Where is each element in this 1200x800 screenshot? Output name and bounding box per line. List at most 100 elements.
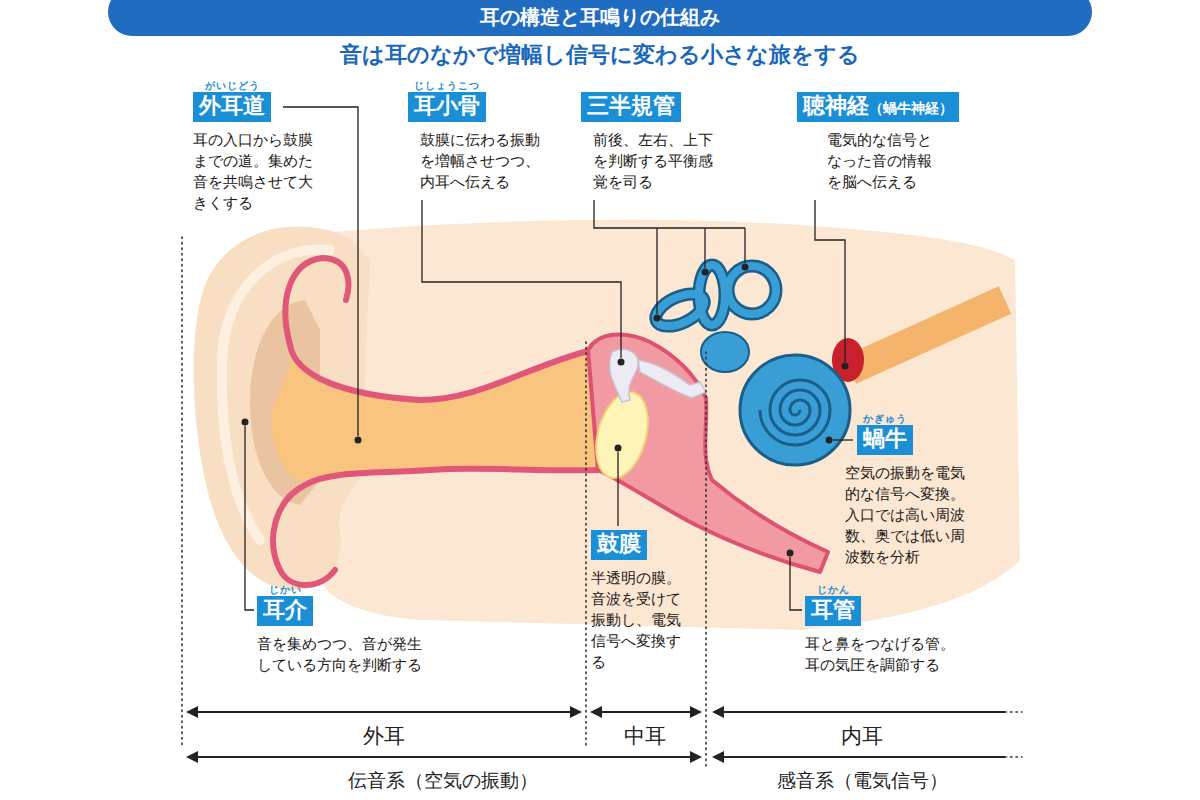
leader-line xyxy=(790,557,802,610)
dotted-extension xyxy=(1005,711,1022,713)
part-description: 前後、左右、上下 を判断する平衡感 覚を司る xyxy=(593,130,722,193)
arrowhead xyxy=(590,706,602,718)
part-label-box: 耳管 xyxy=(805,596,861,626)
leader-dots xyxy=(242,264,849,557)
part-subname: （蝸牛神経） xyxy=(869,100,953,116)
leader-dot xyxy=(615,445,622,452)
part-label-box: 蝸牛 xyxy=(857,425,913,455)
region-label: 内耳 xyxy=(841,724,883,748)
canal-loop xyxy=(699,265,725,325)
part-label-box: 耳介 xyxy=(257,596,313,626)
label-group: 鼓膜 xyxy=(591,530,647,560)
label-group: じしょうこつ耳小骨 xyxy=(408,80,486,122)
part-callout: じしょうこつ耳小骨鼓膜に伝わる振動 を増幅させつつ、 内耳へ伝える xyxy=(408,80,549,193)
label-group: がいじどう外耳道 xyxy=(193,80,271,122)
canal-loop xyxy=(728,266,776,314)
auditory-nerve xyxy=(850,300,1005,370)
leader-dot xyxy=(842,363,849,370)
part-callout: かぎゅう蝸牛空気の振動を電気 的な信号へ変換。 入口では高い周波 数、奥では低い… xyxy=(845,413,974,568)
range-line xyxy=(196,756,692,758)
system-label: 伝音系（空気の振動） xyxy=(348,768,538,792)
furigana: じかい xyxy=(269,584,302,596)
label-group: かぎゅう蝸牛 xyxy=(857,413,913,455)
part-name: 聴神経 xyxy=(803,93,869,118)
range-arrowheads xyxy=(186,706,724,763)
canal-wall xyxy=(273,469,598,585)
part-name: 蝸牛 xyxy=(863,426,907,451)
leader-line xyxy=(245,426,254,610)
label-group: 聴神経（蝸牛神経） xyxy=(797,92,959,122)
leader-dot xyxy=(654,315,661,322)
label-group: 三半規管 xyxy=(581,92,681,122)
leader-line xyxy=(422,200,621,358)
part-name: 鼓膜 xyxy=(597,531,641,556)
subtitle: 音は耳のなかで増幅し信号に変わる小さな旅をする xyxy=(340,42,860,68)
leader-dot xyxy=(242,419,249,426)
title-bar xyxy=(108,0,1092,36)
leader-dot xyxy=(787,550,794,557)
furigana: じしょうこつ xyxy=(414,80,480,92)
part-description: 空気の振動を電気 的な信号へ変換。 入口では高い周波 数、奥では低い周 波数を分… xyxy=(845,463,974,568)
part-description: 電気的な信号と なった音の情報 を脳へ伝える xyxy=(827,130,941,193)
range-line xyxy=(722,711,1005,713)
part-label-box: 外耳道 xyxy=(193,92,271,122)
arrowhead xyxy=(712,751,724,763)
leader-line xyxy=(815,200,845,362)
leader-line xyxy=(617,452,618,526)
vestibule xyxy=(701,332,749,372)
dotted-extension xyxy=(1005,756,1022,758)
part-name: 外耳道 xyxy=(199,93,265,118)
arrowhead xyxy=(690,706,702,718)
part-callout: じかん耳管耳と鼻をつなげる管。 耳の気圧を調節する xyxy=(805,584,964,676)
part-label-box: 耳小骨 xyxy=(408,92,486,122)
label-group: じかい耳介 xyxy=(257,584,313,626)
furigana: かぎゅう xyxy=(863,413,907,425)
arrowhead xyxy=(570,706,582,718)
furigana: じかん xyxy=(817,584,850,596)
cochlea xyxy=(740,355,850,465)
part-callout: 三半規管前後、左右、上下 を判断する平衡感 覚を司る xyxy=(581,92,722,193)
label-group: じかん耳管 xyxy=(805,584,861,626)
incus-stapes xyxy=(638,360,706,398)
leader-dot xyxy=(742,264,749,271)
part-callout: がいじどう外耳道耳の入口から鼓膜 までの道。集めた 音を共鳴させて大 きくする xyxy=(193,80,322,214)
cochlea-spiral xyxy=(760,380,830,445)
leader-dot xyxy=(618,359,625,366)
dotted-divider xyxy=(585,342,587,745)
part-name: 耳小骨 xyxy=(414,93,480,118)
malleus xyxy=(610,349,639,402)
region-label: 外耳 xyxy=(363,724,405,748)
furigana: がいじどう xyxy=(205,80,260,92)
part-name: 耳介 xyxy=(263,597,307,622)
leader-dot xyxy=(355,437,362,444)
part-description: 耳の入口から鼓膜 までの道。集めた 音を共鳴させて大 きくする xyxy=(193,130,322,214)
range-arrows xyxy=(196,712,1005,757)
auricle-fold xyxy=(285,258,348,345)
leader-dot xyxy=(702,269,709,276)
part-label-box: 鼓膜 xyxy=(591,530,647,560)
leader-line xyxy=(833,439,853,440)
arrowhead xyxy=(712,706,724,718)
part-name: 耳管 xyxy=(811,597,855,622)
part-callout: じかい耳介音を集めつつ、音が発生 している方向を判断する xyxy=(257,584,431,676)
part-callout: 聴神経（蝸牛神経） 電気的な信号と なった音の情報 を脳へ伝える xyxy=(797,92,959,193)
ear-canal xyxy=(271,350,598,482)
part-description: 鼓膜に伝わる振動 を増幅させつつ、 内耳へ伝える xyxy=(420,130,549,193)
dotted-divider xyxy=(181,237,183,745)
part-label-box: 三半規管 xyxy=(581,92,681,122)
part-callout: 鼓膜半透明の膜。 音波を受けて 振動し、電気 信号へ変換す る xyxy=(591,530,690,673)
arrowhead xyxy=(186,751,198,763)
part-name: 三半規管 xyxy=(587,93,675,118)
range-line xyxy=(600,711,692,713)
title: 耳の構造と耳鳴りの仕組み xyxy=(480,4,720,30)
dotted-divider xyxy=(705,352,707,770)
part-description: 音を集めつつ、音が発生 している方向を判断する xyxy=(257,634,431,676)
arrowhead xyxy=(690,751,702,763)
canal-loop xyxy=(699,265,725,325)
part-description: 耳と鼻をつなげる管。 耳の気圧を調節する xyxy=(805,634,964,676)
part-label-box: 聴神経（蝸牛神経） xyxy=(797,92,959,122)
part-description: 半透明の膜。 音波を受けて 振動し、電気 信号へ変換す る xyxy=(591,568,690,673)
arrowhead xyxy=(186,706,198,718)
range-line xyxy=(196,711,572,713)
